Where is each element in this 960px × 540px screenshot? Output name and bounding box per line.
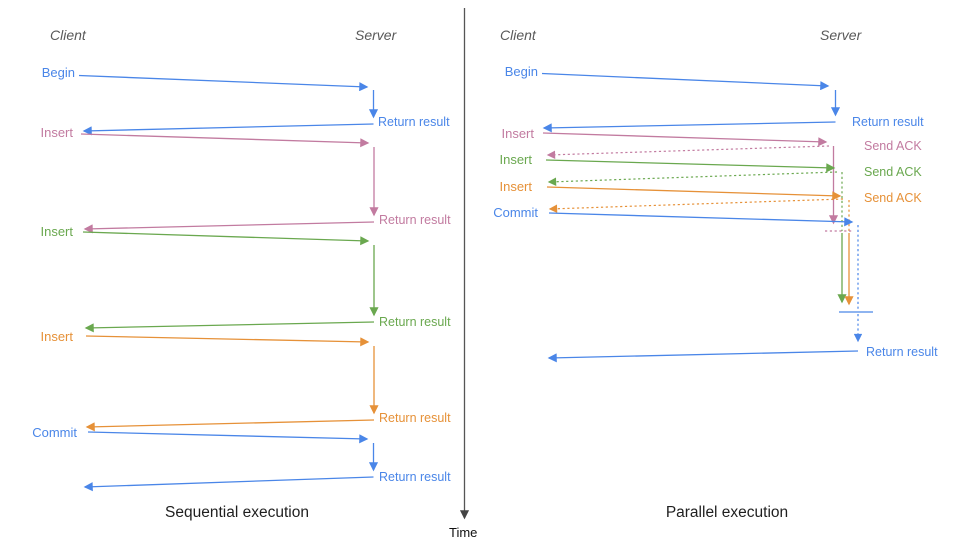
par-insert2-request-arrow (545, 159, 836, 173)
seq-commit-return-label: Return result (379, 470, 451, 484)
seq-commit-label: Commit (32, 425, 77, 440)
par-insert2-ack-label: Send ACK (864, 165, 922, 179)
sequential-panel: Client Server Begin Return result Insert… (32, 27, 451, 521)
seq-begin-label: Begin (42, 65, 75, 80)
seq-insert1-return-arrow (83, 221, 375, 234)
par-insert3-request-arrow (546, 186, 842, 201)
seq-commit-request-arrow (87, 431, 369, 444)
seq-insert3-request-arrow (85, 335, 370, 347)
par-insert1-ack-label: Send ACK (864, 139, 922, 153)
seq-begin-request-arrow (78, 74, 369, 92)
par-begin-label: Begin (505, 64, 538, 79)
par-insert2-label: Insert (499, 152, 532, 167)
par-insert3-ack-arrow (548, 198, 844, 213)
par-insert3-ack-label: Send ACK (864, 191, 922, 205)
par-insert1-label: Insert (501, 126, 534, 141)
par-insert1-ack-arrow (546, 145, 830, 159)
seq-insert3-label: Insert (40, 329, 73, 344)
seq-insert1-label: Insert (40, 125, 73, 140)
par-begin-return-arrow (542, 121, 836, 133)
time-axis-label: Time (449, 525, 477, 540)
par-client-header: Client (500, 27, 537, 43)
seq-insert3-return-arrow (85, 419, 375, 432)
sequential-title: Sequential execution (165, 504, 309, 521)
par-insert2-ack-arrow (547, 171, 838, 186)
seq-insert1-request-arrow (80, 133, 370, 148)
par-server-header: Server (820, 27, 863, 43)
seq-insert3-return-label: Return result (379, 411, 451, 425)
par-begin-return-label: Return result (852, 115, 924, 129)
par-commit-label: Commit (493, 205, 538, 220)
seq-insert2-return-label: Return result (379, 315, 451, 329)
seq-begin-return-arrow (82, 123, 374, 136)
parallel-title: Parallel execution (666, 504, 788, 521)
par-commit-request-arrow (548, 212, 854, 227)
par-begin-request-arrow (541, 72, 830, 91)
seq-client-header: Client (50, 27, 87, 43)
seq-insert2-request-arrow (82, 231, 370, 246)
seq-begin-return-label: Return result (378, 115, 450, 129)
par-commit-return-arrow (547, 350, 859, 363)
par-insert1-request-arrow (542, 132, 828, 147)
seq-server-header: Server (355, 27, 398, 43)
seq-commit-return-arrow (83, 476, 374, 492)
seq-insert2-return-arrow (84, 321, 375, 333)
seq-insert1-return-label: Return result (379, 213, 451, 227)
parallel-panel: Client Server Begin Return result Insert… (493, 27, 938, 521)
par-commit-return-label: Return result (866, 345, 938, 359)
par-insert3-label: Insert (499, 179, 532, 194)
seq-insert2-label: Insert (40, 224, 73, 239)
